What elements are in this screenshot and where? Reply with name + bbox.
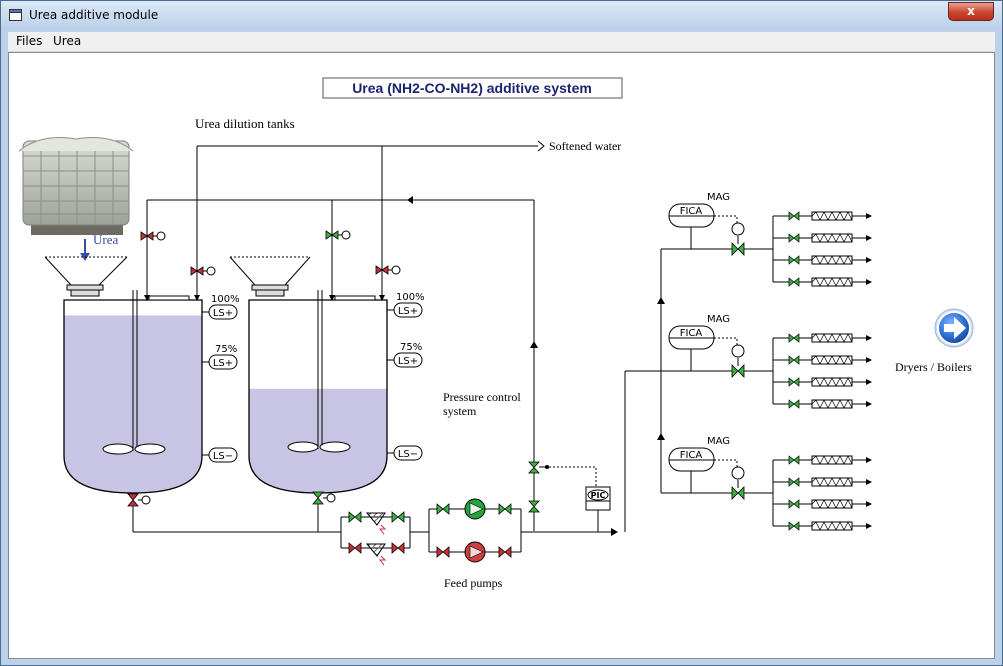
tank1-pct-75: 75% (215, 344, 237, 355)
tank2-pct-75: 75% (400, 342, 422, 353)
outlet-label: Dryers / Boilers (895, 360, 972, 374)
process-diagram-panel: Urea (NH2-CO-NH2) additive system Urea d… (8, 52, 995, 659)
nozzle-coil (811, 521, 853, 531)
hopper-1 (44, 256, 128, 297)
valve-green-tank2-outlet[interactable] (312, 491, 336, 505)
tank2-pct-100: 100% (396, 292, 425, 303)
pressure-control-valve[interactable] (528, 461, 549, 513)
nozzle-coil (811, 377, 853, 387)
window-title: Urea additive module (29, 8, 159, 22)
valve-green-pump1-out[interactable] (498, 503, 512, 515)
burner-valve-5[interactable] (788, 333, 800, 343)
tank2-ls-high: LS+ (398, 306, 418, 317)
pressure-control-label: Pressure control (443, 390, 521, 404)
burner-valve-9[interactable] (788, 455, 800, 465)
nozzle-coil (811, 399, 853, 409)
title-bar[interactable]: Urea additive module x (1, 1, 1002, 31)
fica-2-label: FICA (680, 328, 703, 339)
tank2-ls-mid: LS+ (398, 356, 418, 367)
level-switches-tank-1: LS+ 100% LS+ 75% LS− (202, 294, 240, 463)
tank2-ls-low: LS− (398, 449, 418, 460)
feed-pumps-label: Feed pumps (444, 576, 503, 590)
fica-group-2: FICA MAG (668, 314, 745, 378)
diagram-title: Urea (NH2-CO-NH2) additive system (352, 80, 592, 96)
nozzle-coil (811, 455, 853, 465)
flow-arrows (407, 196, 665, 536)
fica-group-1: FICA MAG (668, 192, 745, 256)
urea-process-diagram: Urea (NH2-CO-NH2) additive system Urea d… (18, 77, 974, 590)
tank1-ls-low: LS− (213, 451, 233, 462)
pressure-control-label-2: system (443, 404, 477, 418)
level-switches-tank-2: LS+ 100% LS+ 75% LS− (387, 292, 425, 461)
tank1-pct-100: 100% (211, 294, 240, 305)
flow-control-valve-2[interactable] (731, 364, 745, 378)
next-page-button[interactable] (934, 308, 974, 348)
dilution-tank-1 (63, 290, 203, 494)
hopper-2 (229, 256, 311, 297)
menu-urea[interactable]: Urea (53, 34, 82, 48)
valve-red-pump2-in[interactable] (436, 546, 450, 558)
valve-red-tank1-outlet[interactable] (127, 493, 151, 507)
burner-valve-1[interactable] (788, 211, 800, 221)
urea-bags-icon (18, 137, 134, 235)
filter-group (348, 511, 405, 566)
tank1-ls-high: LS+ (213, 308, 233, 319)
menu-bar: Files Urea (8, 32, 995, 52)
mag-2-label: MAG (707, 314, 730, 325)
nozzle-coil (811, 333, 853, 343)
burner-valve-10[interactable] (788, 477, 800, 487)
tank1-ls-mid: LS+ (213, 358, 233, 369)
softened-water-label: Softened water (549, 139, 621, 153)
fica-1-label: FICA (680, 206, 703, 217)
filter-a-icon (365, 512, 386, 526)
nozzle-coil (811, 233, 853, 243)
nozzle-coil (811, 255, 853, 265)
valve-red-pump2-out[interactable] (498, 546, 512, 558)
feed-pump-group (436, 498, 512, 563)
tanks-label: Urea dilution tanks (195, 116, 295, 131)
close-button[interactable]: x (948, 2, 994, 21)
valve-green-tank2-return[interactable] (325, 230, 351, 240)
valve-green-bypass[interactable] (528, 500, 540, 513)
burner-valve-11[interactable] (788, 499, 800, 509)
burner-valve-7[interactable] (788, 377, 800, 387)
mag-3-label: MAG (707, 436, 730, 447)
nozzle-coil (811, 499, 853, 509)
fica-3-label: FICA (680, 450, 703, 461)
menu-files[interactable]: Files (16, 34, 43, 48)
burner-valve-6[interactable] (788, 355, 800, 365)
burner-valve-4[interactable] (788, 277, 800, 287)
burner-valve-2[interactable] (788, 233, 800, 243)
nozzle-coil (811, 355, 853, 365)
burner-valve-8[interactable] (788, 399, 800, 409)
dilution-tank-2 (248, 290, 388, 494)
flow-control-valve-3[interactable] (731, 486, 745, 500)
pic-controller[interactable]: PIC (585, 486, 611, 511)
nozzle-coil (811, 477, 853, 487)
valve-green-filter-a-out[interactable] (391, 511, 405, 523)
flow-control-valve-1[interactable] (731, 242, 745, 256)
right-arrow-icon (944, 317, 966, 339)
title-box (322, 77, 623, 99)
close-icon: x (967, 4, 975, 18)
mag-1-label: MAG (707, 192, 730, 203)
nozzle-coil (811, 277, 853, 287)
app-window-icon (9, 9, 22, 21)
fica-group-3: FICA MAG (668, 436, 745, 500)
valve-red-tank1-water[interactable] (190, 266, 216, 276)
burner-valve-12[interactable] (788, 521, 800, 531)
pic-label: PIC (591, 491, 606, 500)
urea-label: Urea (93, 232, 118, 247)
nozzle-coil (811, 211, 853, 221)
valve-red-tank1-return[interactable] (140, 231, 166, 241)
filter-b-icon (365, 543, 386, 557)
burner-valve-3[interactable] (788, 255, 800, 265)
piping (132, 140, 773, 553)
valve-red-filter-b-in[interactable] (348, 542, 362, 554)
valve-green-filter-a-in[interactable] (348, 511, 362, 523)
valve-green-pump1-in[interactable] (436, 503, 450, 515)
valve-red-tank2-water[interactable] (375, 265, 401, 275)
valve-red-filter-b-out[interactable] (391, 542, 405, 554)
